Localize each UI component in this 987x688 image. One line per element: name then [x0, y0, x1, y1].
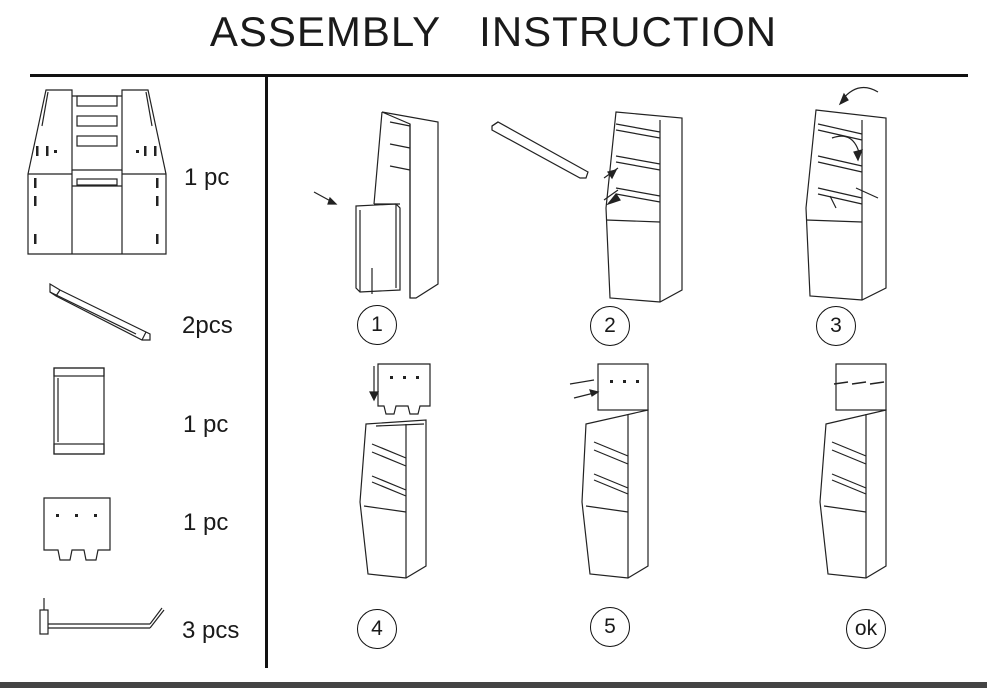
door-panel-drawing	[53, 367, 105, 455]
hook-drawing	[39, 598, 165, 635]
step-1-drawing	[313, 111, 439, 299]
part-qty-hanger-bar: 2pcs	[182, 312, 233, 339]
part-qty-header-card: 1 pc	[183, 509, 229, 536]
step-number-3: 3	[816, 306, 856, 346]
part-qty-hook: 3 pcs	[182, 617, 240, 644]
step-4-drawing	[359, 363, 431, 579]
header-divider	[30, 74, 968, 77]
step-number-2: 2	[590, 306, 630, 346]
header-card-drawing	[43, 497, 111, 561]
bottom-edge	[0, 682, 987, 688]
page-title: ASSEMBLY INSTRUCTION	[0, 8, 987, 56]
part-qty-main-body: 1 pc	[184, 164, 230, 191]
step-number-ok: ok	[846, 609, 886, 649]
step-number-5: 5	[590, 607, 630, 647]
title-word-assembly: ASSEMBLY	[209, 8, 442, 55]
step-number-1: 1	[357, 305, 397, 345]
part-qty-door-panel: 1 pc	[183, 411, 229, 438]
step-3-drawing	[805, 86, 887, 301]
step-number-4: 4	[357, 609, 397, 649]
step-ok-drawing	[819, 363, 887, 579]
step-2-drawing	[491, 111, 683, 303]
title-word-instruction: INSTRUCTION	[479, 8, 778, 55]
column-divider	[265, 76, 268, 668]
main-body-sheet-drawing	[27, 89, 167, 255]
step-5-drawing	[569, 363, 649, 579]
hanger-bar-drawing	[49, 282, 151, 341]
